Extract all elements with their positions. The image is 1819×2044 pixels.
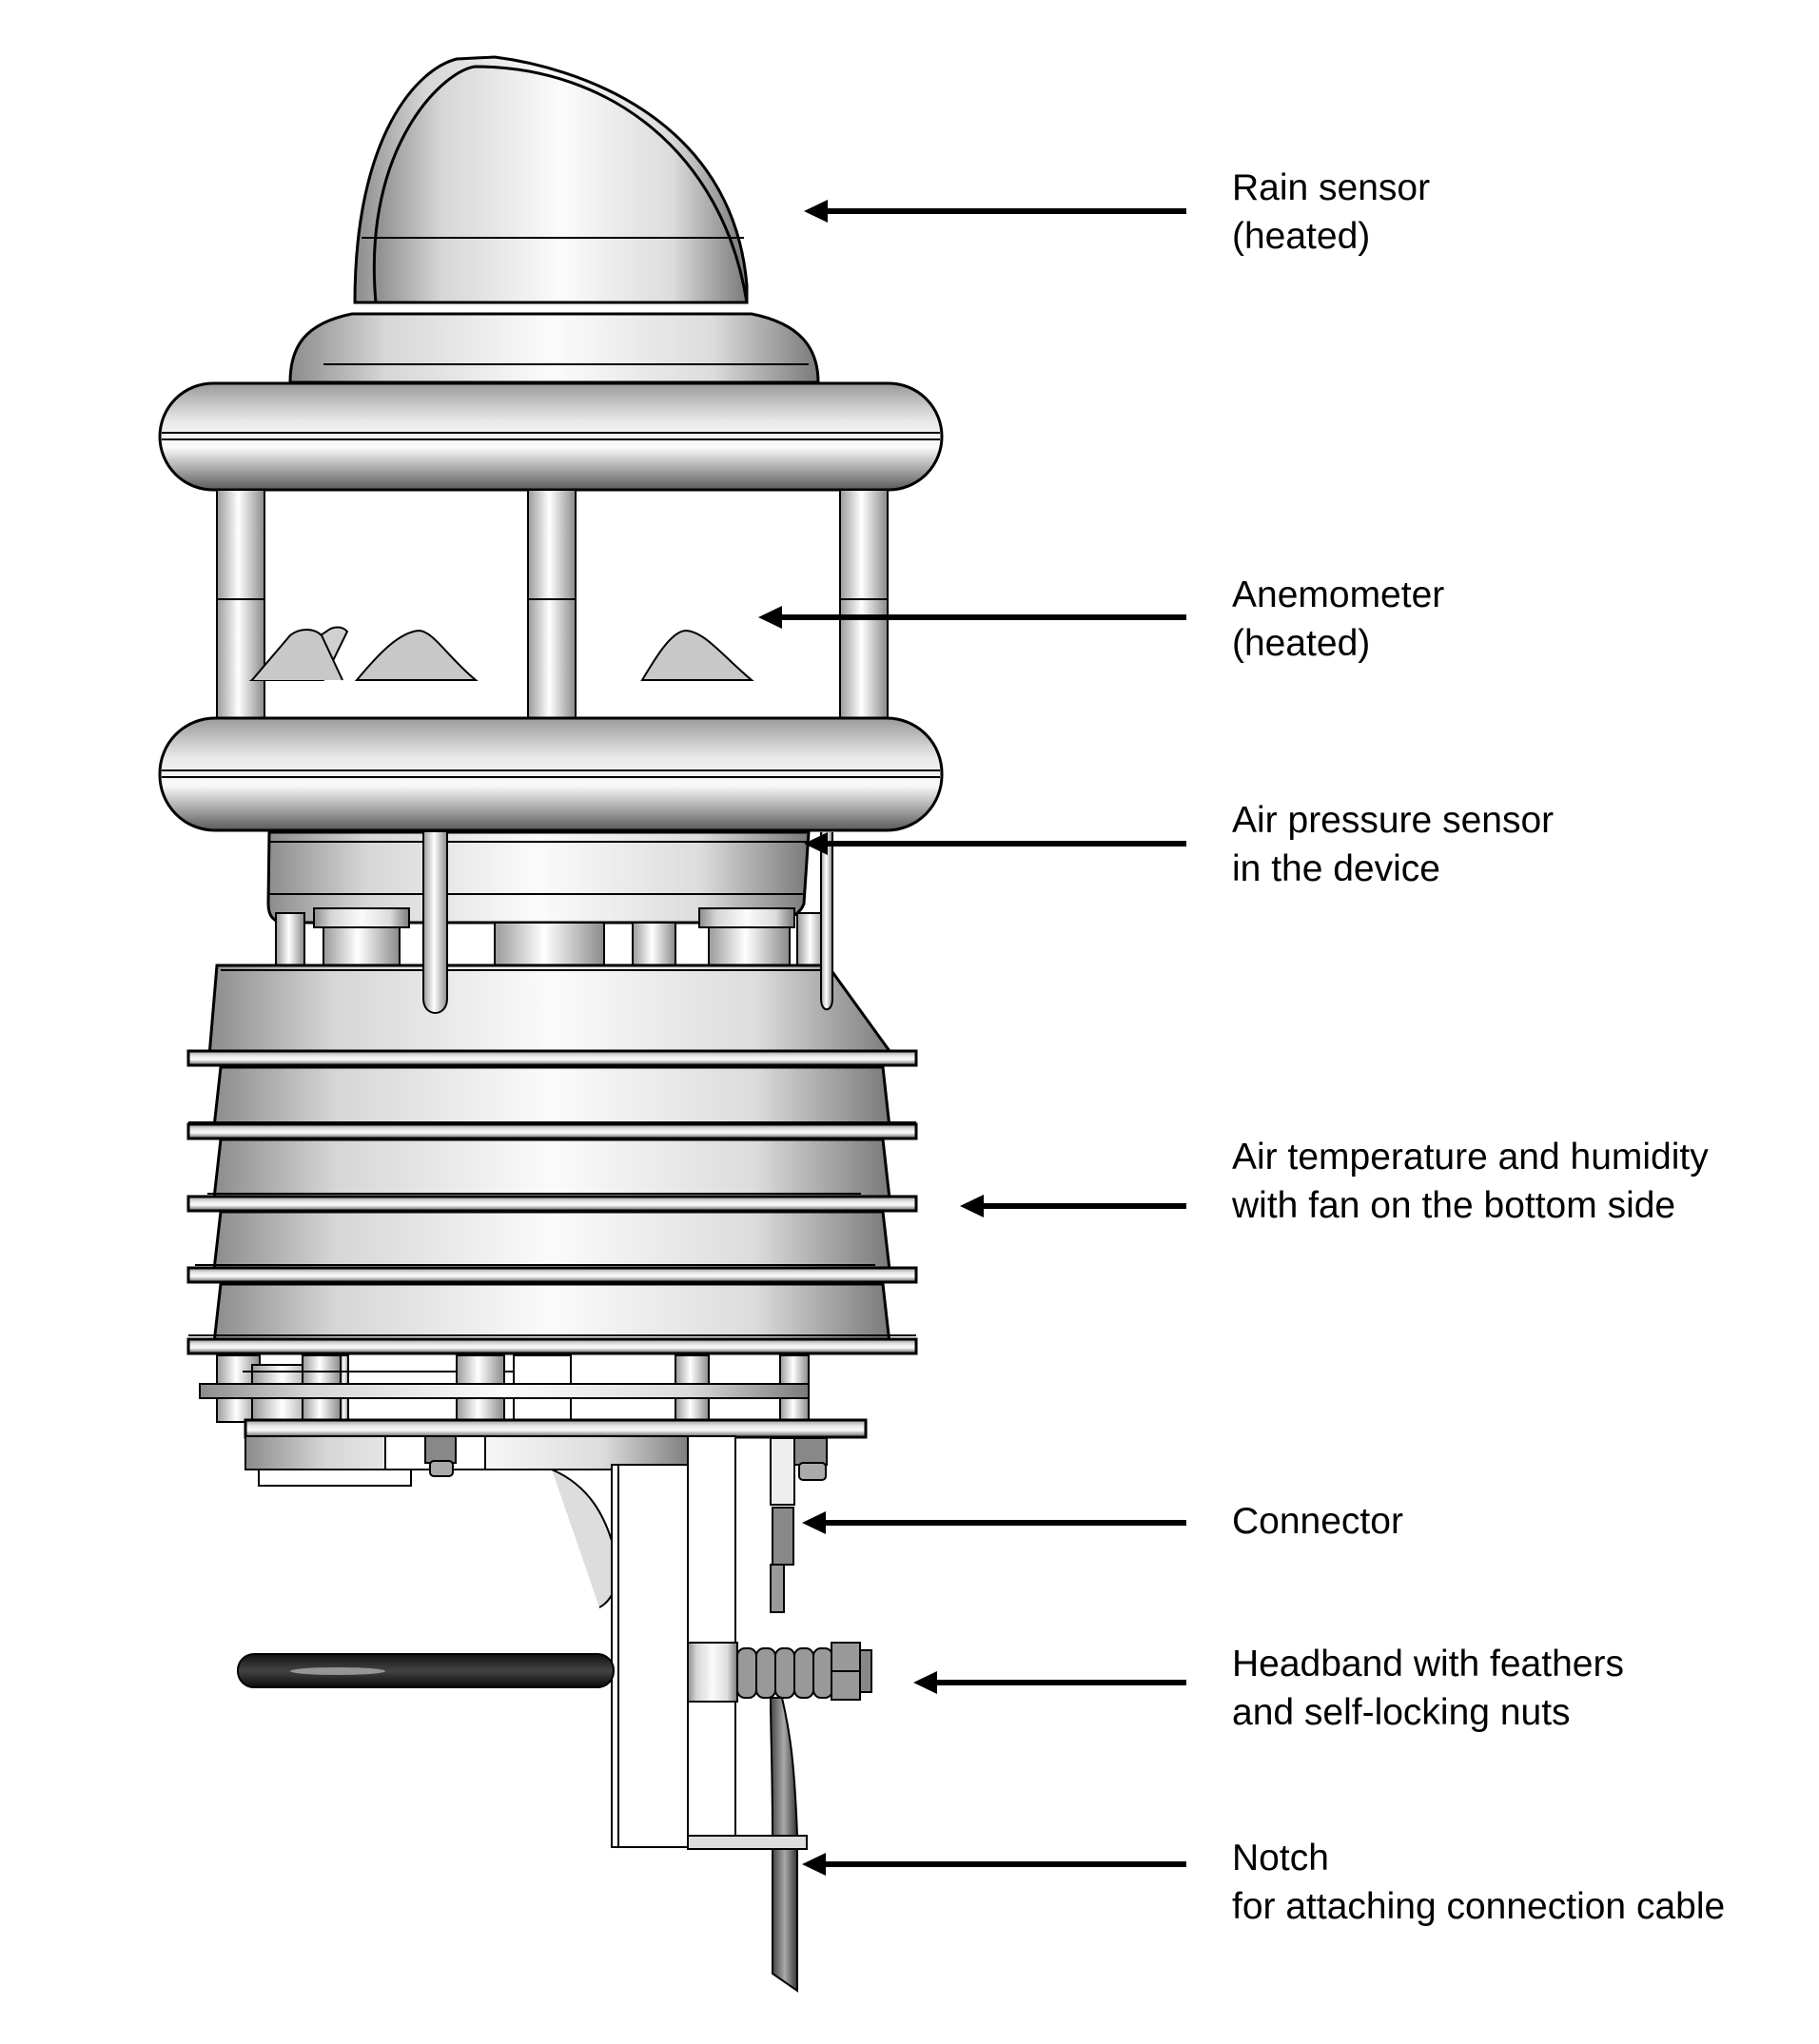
label-line: Air pressure sensor xyxy=(1232,800,1555,841)
middle-ring xyxy=(158,716,944,832)
label-line: Notch xyxy=(1232,1838,1329,1879)
arrow-connector xyxy=(802,1511,1186,1534)
arrow-air-temperature xyxy=(960,1195,1186,1217)
rain-sensor-dome xyxy=(353,55,749,304)
arrow-air-pressure xyxy=(804,832,1186,855)
label-line: for attaching connection cable xyxy=(1232,1886,1726,1927)
arrow-anemometer xyxy=(758,606,1186,629)
label-air-pressure-sensor: Air pressure sensor in the device xyxy=(1232,796,1554,893)
label-line: with fan on the bottom side xyxy=(1232,1185,1676,1226)
connector-assembly xyxy=(770,1437,828,1613)
mounting-plate xyxy=(199,1354,868,1608)
arrow-rain-sensor xyxy=(804,200,1186,223)
label-line: Anemometer xyxy=(1232,574,1445,615)
label-line: Headband with feathers xyxy=(1232,1644,1624,1684)
label-line: Connector xyxy=(1232,1501,1403,1542)
arrow-headband xyxy=(913,1671,1186,1694)
headband-assembly xyxy=(237,1642,872,1703)
label-anemometer: Anemometer (heated) xyxy=(1232,571,1444,668)
air-pressure-housing xyxy=(266,830,811,925)
anemometer-poles xyxy=(216,489,889,724)
label-headband: Headband with feathers and self-locking … xyxy=(1232,1640,1624,1737)
label-line: (heated) xyxy=(1232,216,1371,257)
label-line: and self-locking nuts xyxy=(1232,1692,1571,1733)
label-air-temperature-humidity: Air temperature and humidity with fan on… xyxy=(1232,1133,1709,1230)
label-line: in the device xyxy=(1232,848,1440,889)
label-notch: Notch for attaching connection cable xyxy=(1232,1834,1725,1931)
label-line: Rain sensor xyxy=(1232,167,1431,208)
label-line: Air temperature and humidity xyxy=(1232,1137,1709,1178)
spring-coils xyxy=(736,1647,833,1699)
radiation-shield xyxy=(186,832,918,1355)
cable-assembly xyxy=(687,1697,808,1993)
label-connector: Connector xyxy=(1232,1497,1403,1546)
arrow-notch xyxy=(802,1853,1186,1876)
anemometer-transducers xyxy=(248,626,754,681)
label-line: (heated) xyxy=(1232,623,1371,664)
label-rain-sensor: Rain sensor (heated) xyxy=(1232,164,1430,261)
rain-sensor-base xyxy=(288,312,820,384)
top-ring xyxy=(158,381,944,492)
